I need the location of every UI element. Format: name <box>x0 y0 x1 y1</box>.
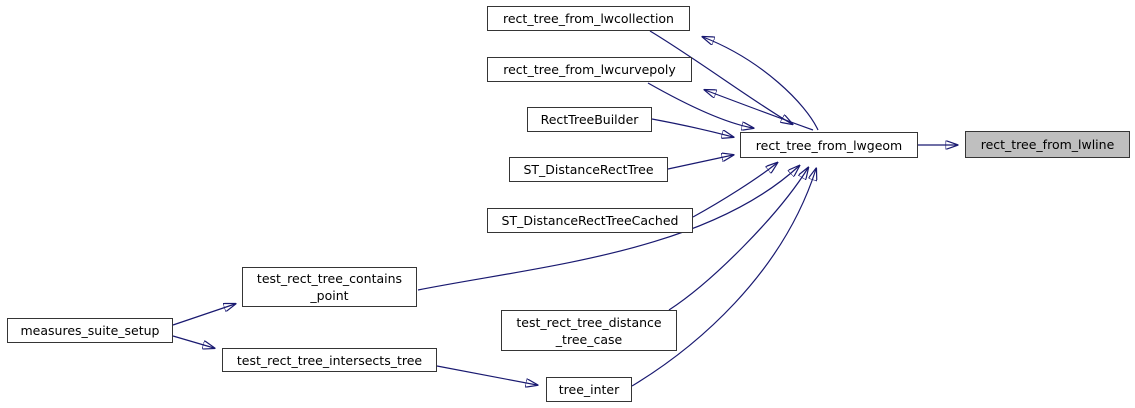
edge-recttreebuilder-to-lwgeom <box>651 118 733 137</box>
node-measures-suite-setup[interactable]: measures_suite_setup <box>7 318 173 343</box>
node-rect-tree-from-lwgeom[interactable]: rect_tree_from_lwgeom <box>740 132 918 158</box>
edge-lwcurvepoly-to-lwgeom <box>647 82 753 128</box>
edge-st-distancerecttreecached-to-lwgeom <box>692 163 777 218</box>
edge-lwcollection-to-lwgeom <box>649 30 792 124</box>
edge-contains-point-to-lwgeom <box>417 166 799 291</box>
edge-measures-to-contains-point <box>172 304 235 326</box>
node-recttreebuilder[interactable]: RectTreeBuilder <box>527 107 652 132</box>
node-rect-tree-from-lwline: rect_tree_from_lwline <box>965 131 1130 158</box>
node-st-distancerecttreecached[interactable]: ST_DistanceRectTreeCached <box>487 208 693 233</box>
node-rect-tree-from-lwcurvepoly[interactable]: rect_tree_from_lwcurvepoly <box>487 57 692 82</box>
edge-lwgeom-to-lwcurvepoly <box>705 90 814 131</box>
edge-intersects-tree-to-tree-inter <box>436 365 537 385</box>
node-test-rect-tree-intersects-tree[interactable]: test_rect_tree_intersects_tree <box>222 348 437 372</box>
edge-measures-to-intersects-tree <box>172 335 214 348</box>
edge-tree-inter-to-lwgeom <box>631 169 816 387</box>
node-test-rect-tree-distance-tree-case[interactable]: test_rect_tree_distance _tree_case <box>501 310 677 351</box>
edge-lwgeom-to-lwcollection <box>703 37 819 131</box>
node-tree-inter[interactable]: tree_inter <box>546 377 632 402</box>
edge-st-distancerecttree-to-lwgeom <box>667 155 733 170</box>
node-rect-tree-from-lwcollection[interactable]: rect_tree_from_lwcollection <box>487 6 690 31</box>
node-st-distancerecttree[interactable]: ST_DistanceRectTree <box>509 157 668 182</box>
edge-distance-tree-case-to-lwgeom <box>668 168 808 311</box>
node-test-rect-tree-contains-point[interactable]: test_rect_tree_contains _point <box>242 267 417 307</box>
